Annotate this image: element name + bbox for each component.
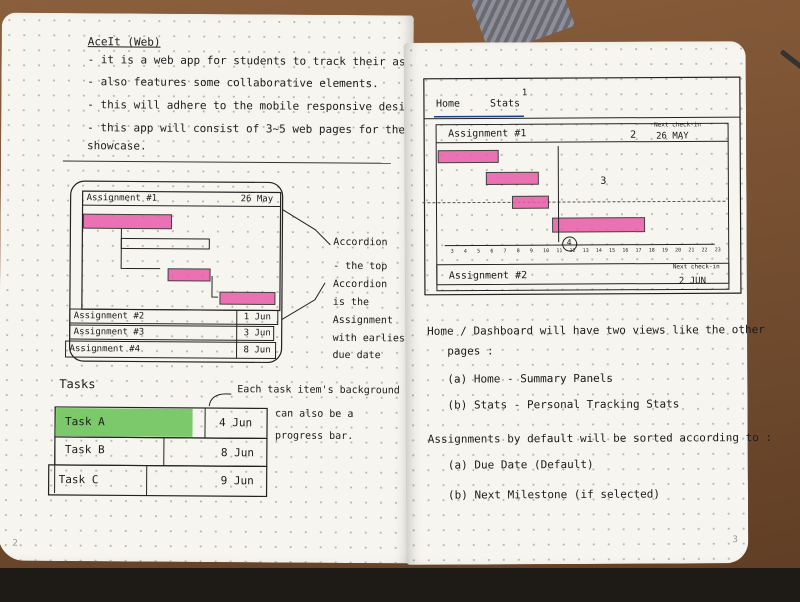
axis-tick-label: 14 (595, 247, 602, 254)
gantt-marker: 3 (600, 175, 607, 187)
card-title: Assignment #2 (448, 270, 528, 282)
task-name: Task B (64, 443, 105, 457)
left-sketch-lines (47, 160, 391, 498)
axis-tick-label: 18 (648, 247, 655, 254)
axis-tick-label: 12 (569, 248, 576, 255)
accordion-top-date: 26 May (240, 194, 274, 205)
accordion-row-title: Assignment #3 (73, 327, 145, 338)
axis-tick-label: 10 (543, 248, 550, 255)
accordion-note: Accordion (333, 236, 388, 249)
next-check-date: 2 JUN (678, 276, 707, 287)
axis-tick-label: 13 (582, 247, 589, 254)
axis-marker: 4 (566, 238, 572, 248)
right-sketch-lines (422, 76, 742, 296)
accordion-row-title: Assignment #4 (69, 344, 141, 355)
dark-cloth (0, 568, 800, 602)
note-line: (b) Next Milestone (if selected) (447, 487, 660, 502)
accordion-note: - the top (333, 260, 388, 273)
axis-tick-label: 11 (556, 248, 563, 255)
next-check-date: 26 MAY (656, 131, 689, 142)
note-line: pages : (447, 344, 494, 358)
next-check-label: Next check-in (654, 121, 702, 129)
note-line: (a) Home - Summary Panels (447, 371, 614, 386)
axis-tick-label: 21 (688, 247, 695, 254)
axis-tick-label: 22 (701, 247, 708, 254)
axis-tick-label: 4 (463, 248, 467, 255)
axis-tick-label: 15 (609, 247, 616, 254)
tab-stats[interactable]: Stats (489, 98, 521, 110)
axis-tick-label: 17 (635, 247, 642, 254)
left-notebook-page: AceIt (Web) - it is a web app for studen… (0, 12, 465, 564)
note-line: (b) Stats - Personal Tracking Stats (447, 397, 680, 412)
tasks-note: can also be a (275, 408, 354, 421)
accordion-top-title: Assignment #1 (86, 193, 158, 204)
tasks-note: progress bar. (274, 430, 354, 443)
note-line: Assignments by default will be sorted ac… (427, 430, 773, 446)
accordion-note: due date (332, 349, 381, 362)
axis-tick-label: 7 (503, 248, 507, 255)
tab-home[interactable]: Home (435, 98, 461, 110)
axis-ticks: 3 4 5 6 7 8 9 10 11 12 13 14 15 16 17 18 19 20 21 22 23 (451, 247, 721, 258)
note-line: Home / Dashboard will have two views lik… (427, 323, 765, 338)
next-check-label: Next check-in (672, 263, 720, 271)
accordion-note: is the (332, 296, 370, 309)
task-date: 8 Jun (220, 446, 255, 460)
tasks-note: Each task item's background (237, 384, 400, 397)
axis-tick-label: 5 (477, 248, 481, 255)
axis-tick-label: 23 (714, 247, 721, 254)
axis-tick-label: 8 (516, 248, 520, 255)
task-date: 9 Jun (220, 474, 254, 488)
axis-tick-label: 16 (622, 247, 629, 254)
accordion-row-date: 1 Jun (243, 312, 271, 323)
task-name: Task A (65, 415, 105, 429)
accordion-note: with earliest (332, 332, 411, 345)
axis-tick-label: 19 (661, 247, 668, 254)
accordion-note: Accordion (332, 278, 388, 291)
marker-2: 2 (630, 129, 637, 141)
accordion-row-date: 8 Jun (243, 345, 271, 356)
axis-tick-label: 9 (529, 248, 533, 255)
axis-tick-label: 6 (490, 248, 494, 255)
page-number: 3 (732, 535, 739, 546)
right-notebook-page: Home Stats 1 Assignment #1 2 Next check-… (403, 41, 772, 565)
page-number: 2 (12, 538, 18, 549)
axis-tick-label: 3 (450, 248, 454, 255)
card-title: Assignment #1 (448, 128, 527, 140)
accordion-note: Assignment (332, 314, 394, 327)
accordion-row-date: 3 Jun (243, 328, 271, 339)
tasks-heading: Tasks (59, 376, 96, 392)
task-name: Task C (58, 472, 99, 487)
task-date: 4 Jun (219, 416, 253, 430)
task-a-progress (55, 407, 193, 437)
accordion-row-title: Assignment #2 (73, 311, 145, 322)
note-line: (a) Due Date (Default) (447, 457, 594, 472)
marker-1: 1 (521, 88, 528, 99)
axis-tick-label: 20 (675, 247, 682, 254)
